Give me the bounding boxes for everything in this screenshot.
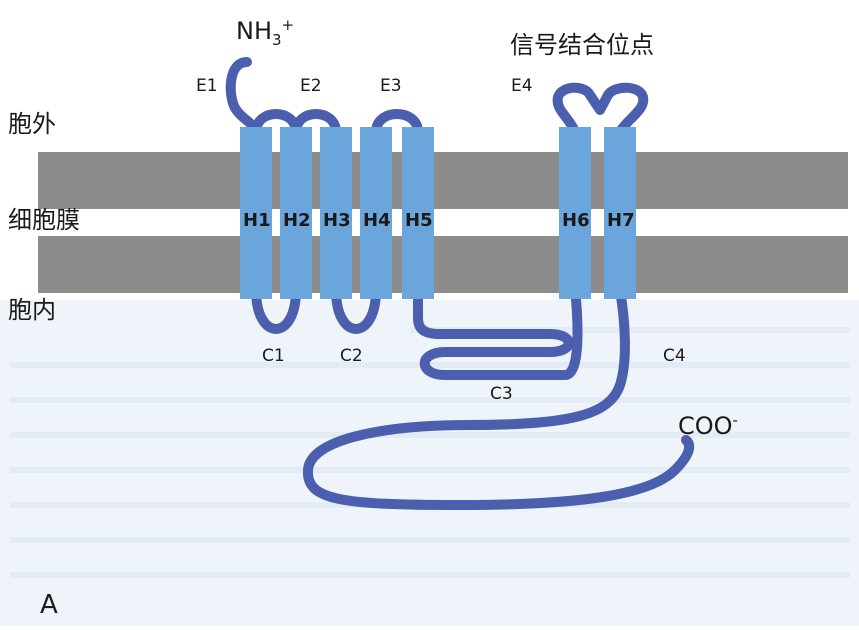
helix-h7 [604, 127, 636, 299]
n-terminal-tail [225, 57, 260, 137]
helix-h1 [240, 127, 272, 299]
loop-e4-left [371, 109, 423, 137]
label-n-terminus: NH3+ [236, 16, 295, 49]
label-h1: H1 [243, 210, 271, 231]
label-h2: H2 [283, 210, 311, 231]
loop-e4-signal-site [552, 82, 649, 137]
loop-c3 [413, 285, 583, 380]
label-h6: H6 [562, 210, 590, 231]
helices [240, 127, 636, 299]
label-c3: C3 [490, 384, 513, 404]
label-h5: H5 [405, 210, 433, 231]
label-c2: C2 [340, 346, 363, 366]
helix-h5 [402, 127, 434, 299]
helix-h3 [320, 127, 352, 299]
label-h7: H7 [607, 210, 635, 231]
label-extracellular: 胞外 [8, 110, 56, 138]
helix-h2 [280, 127, 312, 299]
label-h3: H3 [323, 210, 351, 231]
loop-c1 [251, 285, 301, 334]
membrane-upper-band [38, 152, 848, 209]
protein-chain [225, 57, 695, 510]
label-h4: H4 [363, 210, 391, 231]
label-e3: E3 [380, 76, 402, 96]
loop-c4-tail [302, 285, 695, 510]
label-e4: E4 [511, 76, 533, 96]
label-membrane: 细胞膜 [8, 206, 80, 234]
label-c4: C4 [663, 346, 686, 366]
panel-label: A [40, 590, 58, 620]
helix-h4 [360, 127, 392, 299]
label-c1: C1 [262, 346, 285, 366]
label-intracellular: 胞内 [8, 296, 56, 324]
label-c-terminus: COO- [678, 411, 738, 440]
helix-h6 [559, 127, 591, 299]
loop-c2 [331, 285, 381, 334]
membrane-lower-band [38, 236, 848, 293]
label-e2: E2 [300, 76, 322, 96]
loop-e3 [291, 109, 341, 137]
label-e1: E1 [196, 76, 218, 96]
label-signal-binding-site: 信号结合位点 [510, 31, 654, 59]
